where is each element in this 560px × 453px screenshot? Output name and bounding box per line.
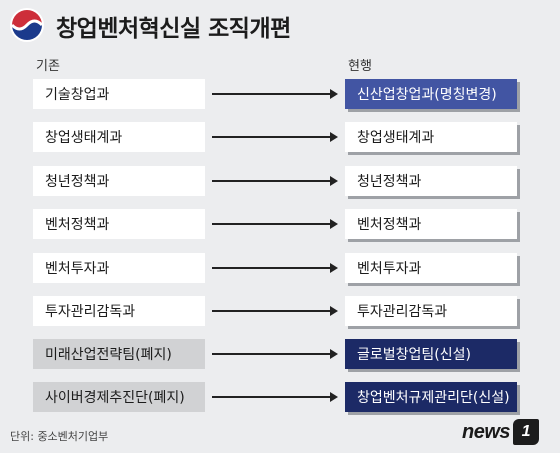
before-unit-box: 벤처투자과 xyxy=(33,253,205,283)
org-row: 창업생태계과 창업생태계과 xyxy=(0,122,560,152)
org-row: 벤처투자과 벤처투자과 xyxy=(0,253,560,283)
arrow-right-icon xyxy=(212,89,338,99)
source-note: 단위: 중소벤처기업부 xyxy=(10,430,109,443)
after-unit-box: 벤처정책과 xyxy=(345,209,517,239)
page-title: 창업벤처혁신실 조직개편 xyxy=(56,16,291,42)
before-column-header: 기존 xyxy=(36,59,60,74)
after-unit-box: 글로벌창업팀(신설) xyxy=(345,339,517,369)
arrow-right-icon xyxy=(212,263,338,273)
before-unit-box: 벤처정책과 xyxy=(33,209,205,239)
org-row: 벤처정책과 벤처정책과 xyxy=(0,209,560,239)
arrow-right-icon xyxy=(212,392,338,402)
before-unit-box: 창업생태계과 xyxy=(33,122,205,152)
org-row: 사이버경제추진단(폐지) 창업벤처규제관리단(신설) xyxy=(0,382,560,412)
before-unit-box: 기술창업과 xyxy=(33,79,205,109)
before-unit-box: 미래산업전략팀(폐지) xyxy=(33,339,205,369)
after-column-header: 현행 xyxy=(348,59,372,74)
org-row: 청년정책과 청년정책과 xyxy=(0,166,560,196)
before-unit-box: 사이버경제추진단(폐지) xyxy=(33,382,205,412)
arrow-right-icon xyxy=(212,219,338,229)
news-logo-number: 1 xyxy=(513,419,540,445)
org-row: 미래산업전략팀(폐지) 글로벌창업팀(신설) xyxy=(0,339,560,369)
after-unit-box: 벤처투자과 xyxy=(345,253,517,283)
arrow-right-icon xyxy=(212,132,338,142)
before-unit-box: 청년정책과 xyxy=(33,166,205,196)
arrow-right-icon xyxy=(212,176,338,186)
org-row: 기술창업과 신산업창업과(명칭변경) xyxy=(0,79,560,109)
news-logo-text: news xyxy=(462,420,511,443)
arrow-right-icon xyxy=(212,306,338,316)
news1-logo: news 1 xyxy=(462,418,540,446)
after-unit-box: 청년정책과 xyxy=(345,166,517,196)
org-row: 투자관리감독과 투자관리감독과 xyxy=(0,296,560,326)
after-unit-box: 투자관리감독과 xyxy=(345,296,517,326)
after-unit-box: 신산업창업과(명칭변경) xyxy=(345,79,517,109)
before-unit-box: 투자관리감독과 xyxy=(33,296,205,326)
after-unit-box: 창업벤처규제관리단(신설) xyxy=(345,382,517,412)
government-emblem-icon xyxy=(10,8,44,42)
arrow-right-icon xyxy=(212,349,338,359)
after-unit-box: 창업생태계과 xyxy=(345,122,517,152)
